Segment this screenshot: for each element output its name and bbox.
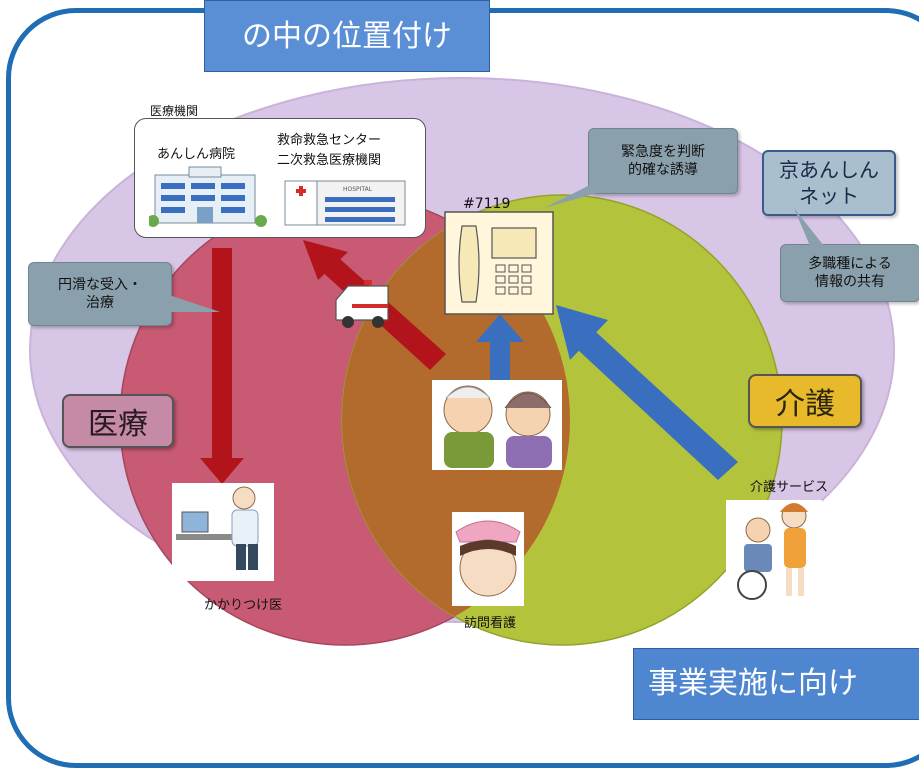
care-service-label: 介護サービス <box>750 480 829 495</box>
kyo-net-line-1: 京あんしん <box>779 158 879 182</box>
center-line-2: 二次救急医療機関 <box>277 153 382 168</box>
center-line-1: 救命救急センター <box>277 133 382 148</box>
hospital-group-box: あんしん病院 救命救急センター 二次救急医療機関 HOSPITAL <box>134 118 426 238</box>
title-line-2: の中の位置付け <box>242 19 452 54</box>
smooth-pointer <box>166 294 220 312</box>
elderly-couple-icon <box>432 380 562 470</box>
visiting-nursing-label: 訪問看護 <box>464 616 517 631</box>
family-doctor-icon <box>172 483 274 581</box>
share-line-1: 多職種による <box>808 255 892 272</box>
share-pointer <box>794 208 824 246</box>
urgency-line-2: 的確な誘導 <box>628 162 698 178</box>
hospital-group-heading: 医療機関 <box>150 104 199 118</box>
urgency-callout: 緊急度を判断 的確な誘導 <box>588 128 738 194</box>
nurse-icon <box>452 512 524 606</box>
share-line-2: 情報の共有 <box>815 274 885 290</box>
smooth-line-2: 治療 <box>86 295 114 311</box>
building-sign: HOSPITAL <box>343 186 373 193</box>
urgency-line-1: 緊急度を判断 <box>621 143 705 160</box>
hospital-name: あんしん病院 <box>157 147 236 162</box>
arrow-elderly-to-phone <box>476 314 524 380</box>
family-doctor-label: かかりつけ医 <box>204 598 283 613</box>
share-callout: 多職種による 情報の共有 <box>780 244 919 302</box>
ambulance-icon <box>335 280 389 328</box>
title-box: の中の位置付け <box>204 0 490 72</box>
medical-area-label: 医療 <box>62 394 174 448</box>
hospital-building-icon <box>149 166 267 227</box>
urgency-pointer <box>544 182 608 208</box>
arrow-hospital-to-doctor <box>200 248 244 484</box>
care-area-label: 介護 <box>748 374 862 428</box>
care-service-icon <box>726 500 822 604</box>
telephone-icon <box>444 211 554 315</box>
phone-number-label: #7119 <box>463 196 511 212</box>
emergency-hospital-icon: HOSPITAL <box>284 180 406 226</box>
arrow-care-to-phone <box>556 305 738 480</box>
kyo-net-line-2: ネット <box>799 184 859 208</box>
smooth-callout: 円滑な受入・ 治療 <box>28 262 172 326</box>
smooth-line-1: 円滑な受入・ <box>58 276 142 293</box>
bottom-banner: 事業実施に向け <box>633 648 919 720</box>
kyo-net-callout: 京あんしん ネット <box>762 150 896 216</box>
